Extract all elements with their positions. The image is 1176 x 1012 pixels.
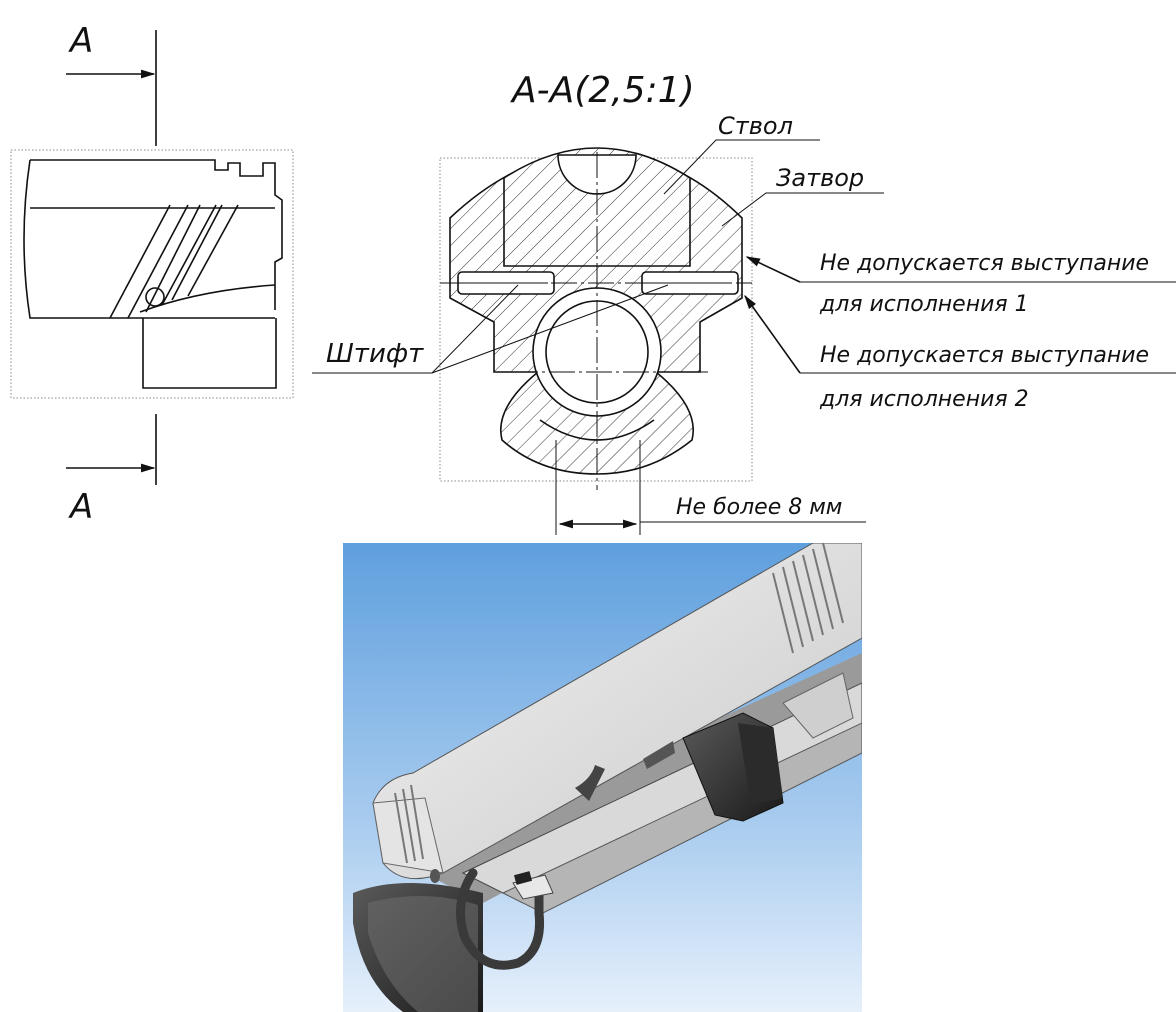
note2-line2: для исполнения 2 — [819, 387, 1029, 412]
note1-line1: Не допускается выступание — [820, 251, 1149, 276]
technical-drawing: А А А-А(2,5:1) — [10, 21, 1176, 535]
dimension-label: Не более 8 мм — [676, 495, 842, 520]
pin-label: Штифт — [326, 339, 424, 369]
barrel-label: Ствол — [718, 112, 793, 140]
note1-line2: для исполнения 1 — [819, 292, 1029, 317]
section-marker-bottom: А — [68, 487, 93, 527]
note2-line1: Не допускается выступание — [820, 343, 1149, 368]
section-marker-top: А — [68, 21, 93, 61]
3d-model-render — [343, 543, 862, 1012]
bolt-label: Затвор — [776, 164, 864, 192]
section-view: А-А(2,5:1) Не более 8 мм — [439, 70, 866, 535]
section-title: А-А(2,5:1) — [510, 70, 695, 111]
side-view: А А — [10, 21, 294, 527]
callouts: Ствол Затвор Штифт Не допускается выступ… — [312, 112, 1176, 412]
